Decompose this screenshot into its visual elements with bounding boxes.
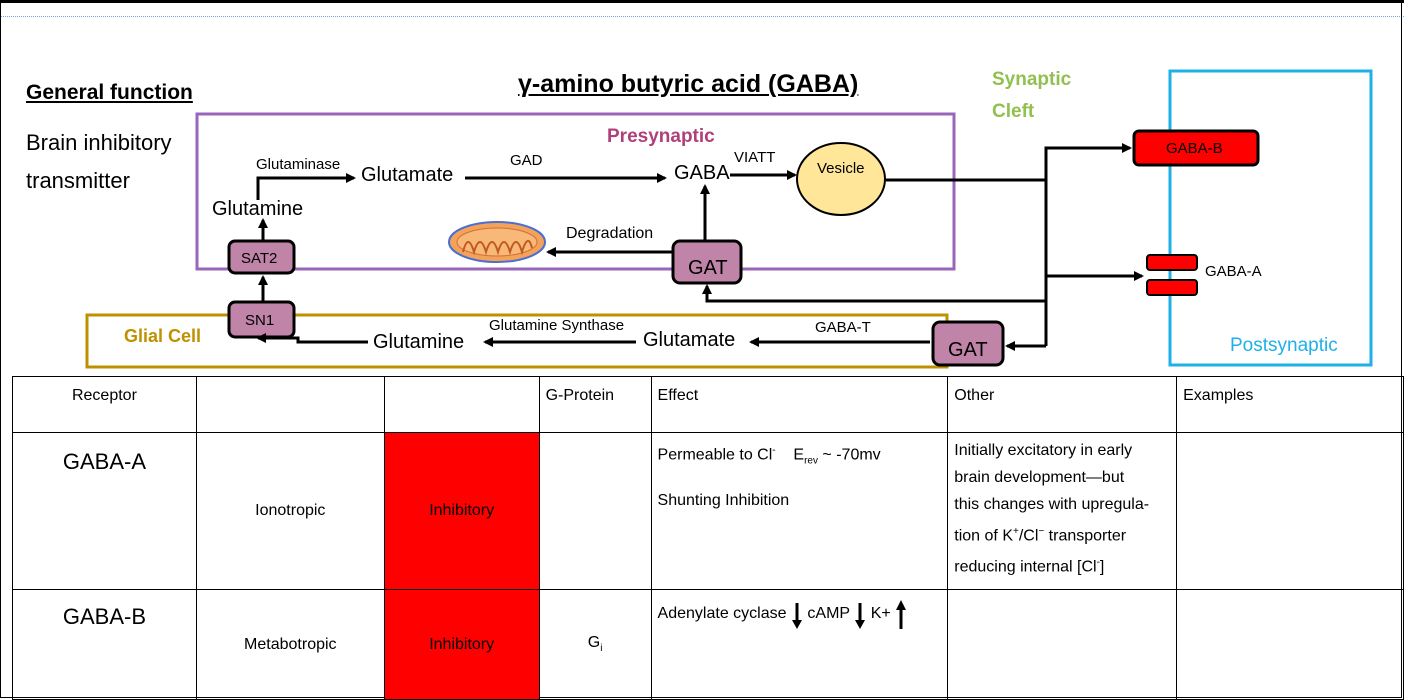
cell-type-gaba-b: Metabotropic: [195, 589, 385, 700]
gat-presynaptic-label: GAT: [688, 257, 728, 279]
cell-action-gaba-b: Inhibitory: [383, 589, 540, 700]
glutamine-presynaptic: Glutamine: [212, 198, 304, 220]
gaba-a-receptor-bottom: [1146, 279, 1198, 296]
header-type: [195, 376, 385, 433]
arrow-reuptake-presynaptic: [702, 284, 1046, 303]
cell-type-gaba-a: Ionotropic: [195, 432, 385, 590]
other-line-3: this changes with upregula-: [954, 496, 1150, 513]
effect-adenylate-cyclase: Adenylate cyclase: [657, 605, 787, 622]
page-title: γ-amino butyric acid (GABA): [518, 70, 859, 98]
cell-gprotein-gaba-b: Gi: [538, 589, 652, 700]
other-line-4: tion of K+/Cl− transporter: [954, 526, 1127, 545]
viatt-label: VIATT: [734, 149, 776, 166]
postsynaptic-label: Postsynaptic: [1230, 335, 1338, 356]
glial-cell-label: Glial Cell: [124, 326, 202, 346]
other-line-1: Initially excitatory in early: [954, 442, 1133, 459]
cell-examples-gaba-b: [1176, 589, 1404, 700]
cell-receptor-gaba-b: GABA-B: [12, 589, 197, 700]
effect-k-plus: K+: [870, 605, 891, 622]
other-line-5: reducing internal [Cl-]: [954, 557, 1105, 576]
effect-line-permeability: Permeable to Cl- Erev ~ -70mv: [657, 445, 881, 467]
table-header-row: Receptor G-Protein Effect Other Examples: [12, 376, 1404, 433]
general-function-heading: General function: [26, 81, 193, 104]
general-function-line2: transmitter: [26, 168, 130, 193]
gaba-pathway-diagram: [85, 69, 1373, 369]
gat-glial-node: [931, 320, 1005, 367]
table-row-gaba-b: GABA-B Metabotropic Inhibitory Gi Adenyl…: [12, 589, 1404, 700]
cell-gprotein-gaba-a: [538, 432, 652, 590]
gaba-b-receptor-label: GABA-B: [1166, 140, 1223, 157]
degradation-label: Degradation: [566, 225, 654, 242]
header-other: Other: [947, 376, 1178, 433]
header-effect: Effect: [650, 376, 949, 433]
arrow-glutamine-to-sn1: [256, 333, 368, 344]
general-function-line1: Brain inhibitory: [26, 130, 172, 155]
gat-glial-label: GAT: [948, 339, 988, 361]
arrow-down-icon: [855, 603, 866, 629]
effect-line-shunting: Shunting Inhibition: [657, 491, 790, 509]
top-border: [0, 0, 1404, 3]
header-examples: Examples: [1176, 376, 1404, 433]
synaptic-cleft-label-line2: Cleft: [992, 101, 1035, 122]
header-g-protein: G-Protein: [538, 376, 652, 433]
synaptic-cleft-label-line1: Synaptic: [992, 69, 1072, 90]
header-dotted-line: [0, 16, 1404, 17]
vesicle-node: [796, 142, 886, 216]
postsynaptic-box: [1168, 69, 1373, 367]
gaba-b-receptor: [1132, 129, 1260, 167]
gat-presynaptic-node: [671, 239, 743, 285]
mitochondrion-icon: [448, 221, 546, 263]
cell-examples-gaba-a: [1176, 432, 1404, 590]
gad-label: GAD: [510, 152, 543, 169]
gaba-a-receptor-label: GABA-A: [1205, 263, 1262, 280]
vesicle-label: Vesicle: [817, 160, 865, 177]
arrow-glutaminase: [256, 173, 356, 200]
header-receptor: Receptor: [12, 376, 197, 433]
gaba-t-label: GABA-T: [815, 319, 871, 336]
cell-other-gaba-a: Initially excitatory in early brain deve…: [947, 432, 1178, 590]
gaba-node: GABA: [674, 162, 730, 184]
header-action: [383, 376, 540, 433]
gaba-a-receptor-top: [1146, 254, 1198, 271]
glutamine-synthase-label: Glutamine Synthase: [489, 317, 625, 334]
glutamate-glial: Glutamate: [643, 329, 736, 351]
presynaptic-label: Presynaptic: [607, 126, 715, 147]
presynaptic-box: [195, 112, 956, 271]
cell-effect-gaba-a: Permeable to Cl- Erev ~ -70mv Shunting I…: [650, 432, 949, 590]
arrow-up-icon: [896, 600, 907, 629]
cell-action-gaba-a: Inhibitory: [383, 432, 540, 590]
glutamine-glial: Glutamine: [373, 331, 465, 353]
arrow-release-to-gaba-b: [886, 143, 1132, 182]
cell-other-gaba-b: [947, 589, 1178, 700]
other-line-2: brain development—but: [954, 469, 1125, 486]
cell-effect-gaba-b: Adenylate cyclase cAMP K+: [650, 589, 949, 700]
glutamate-presynaptic: Glutamate: [361, 164, 454, 186]
table-row-gaba-a: GABA-A Ionotropic Inhibitory Permeable t…: [12, 432, 1404, 590]
arrow-down-icon: [791, 603, 802, 629]
effect-camp: cAMP: [807, 605, 850, 622]
cell-receptor-gaba-a: GABA-A: [12, 432, 197, 590]
glutaminase-label: Glutaminase: [256, 156, 341, 173]
sn1-label: SN1: [245, 312, 275, 329]
sat2-label: SAT2: [241, 250, 278, 267]
receptor-table: Receptor G-Protein Effect Other Examples…: [12, 376, 1404, 700]
